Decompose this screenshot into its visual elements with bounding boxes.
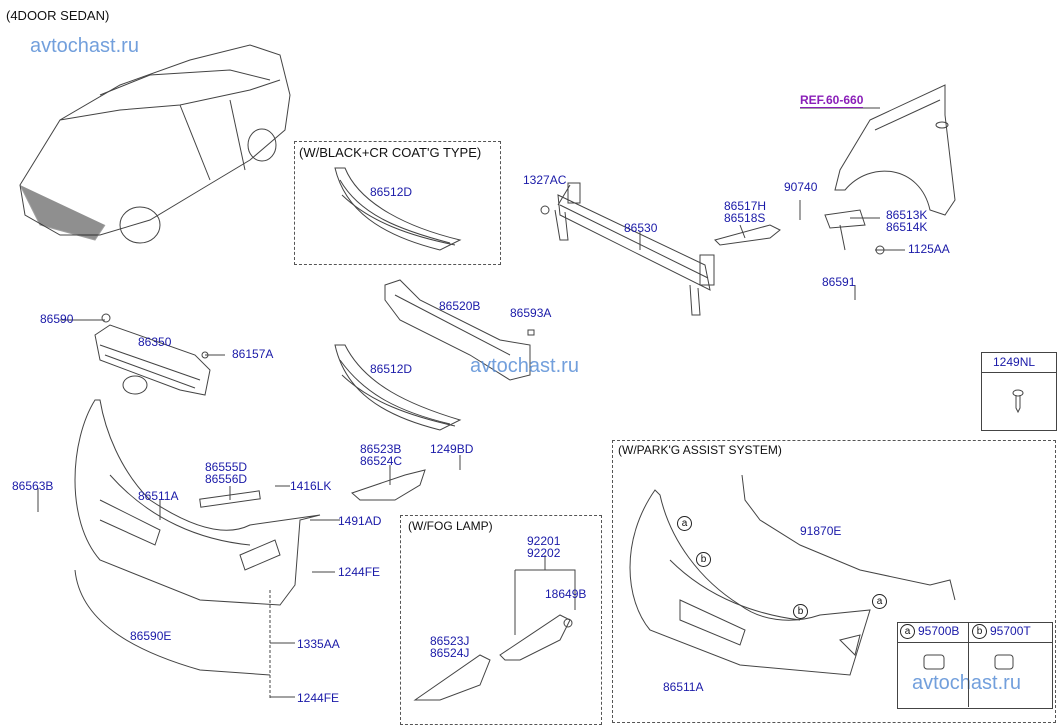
part-label[interactable]: 1491AD (338, 514, 382, 528)
fog-lamp-cover (351, 469, 426, 501)
bumper-bracket (714, 224, 781, 246)
part-label[interactable]: 1249BD (430, 442, 474, 456)
part-label[interactable]: 86517H (724, 199, 767, 213)
wiring-harness (741, 474, 956, 601)
part-label[interactable]: 1335AA (297, 637, 340, 651)
fog-lamp-assembly (413, 614, 573, 701)
part-label[interactable]: 86530 (624, 221, 658, 235)
group-box-black-cr (294, 141, 501, 265)
watermark: avtochast.ru (470, 355, 579, 377)
part-label[interactable]: 91870E (800, 524, 842, 538)
part-label[interactable]: 18649B (545, 587, 587, 601)
part-label[interactable]: 1327AC (523, 173, 567, 187)
park-assist-bumper (629, 489, 871, 676)
callout-marker: a (900, 624, 915, 640)
part-label[interactable]: 86523B (360, 442, 402, 456)
watermark: avtochast.ru (30, 35, 139, 57)
part-label[interactable]: 92202 (527, 546, 561, 560)
sedan-illustration (19, 44, 291, 244)
part-label[interactable]: 86512D (370, 185, 413, 199)
callout-b: b (793, 604, 811, 619)
part-label[interactable]: 86511A (663, 680, 704, 694)
part-label[interactable]: 86511A (138, 489, 179, 503)
reference-link[interactable]: REF.60-660 (800, 93, 864, 108)
lower-grille (334, 344, 462, 431)
sensor-b-icon (994, 654, 1014, 670)
diagram-title: (4DOOR SEDAN) (6, 8, 110, 23)
part-label[interactable]: 1249NL (993, 355, 1036, 369)
part-label[interactable]: 86591 (822, 275, 856, 289)
screw-part-header (981, 352, 1057, 373)
group-title: (W/BLACK+CR COAT'G TYPE) (299, 145, 482, 160)
part-label[interactable]: 86593A (510, 306, 552, 320)
watermark: avtochast.ru (912, 672, 1021, 694)
part-label[interactable]: 86524J (430, 646, 470, 660)
part-label[interactable]: 86556D (205, 472, 248, 486)
callout-a: a (872, 594, 890, 609)
part-label[interactable]: 1244FE (338, 565, 381, 579)
sensor-table-header (897, 622, 1053, 643)
sensor-a-icon (923, 654, 945, 670)
group-title: (W/FOG LAMP) (408, 519, 493, 533)
part-label: 95700T (990, 624, 1031, 638)
screw-icon (1012, 389, 1024, 414)
part-label[interactable]: 86518S (724, 211, 766, 225)
front-bumper (74, 399, 321, 606)
part-label[interactable]: 86512D (370, 362, 413, 376)
part-label[interactable]: 86350 (138, 335, 172, 349)
part-label[interactable]: 86520B (439, 299, 481, 313)
part-label[interactable]: 86513K (886, 208, 928, 222)
part-label[interactable]: 92201 (527, 534, 561, 548)
callout-a: a (677, 516, 695, 531)
part-label[interactable]: 86524C (360, 454, 403, 468)
sensor-table-divider (968, 622, 969, 707)
part-label[interactable]: 86590 (40, 312, 74, 326)
part-label[interactable]: 86590E (130, 629, 172, 643)
part-label[interactable]: 1244FE (297, 691, 340, 705)
group-box-fog-lamp (400, 515, 602, 725)
part-label[interactable]: 86563B (12, 479, 54, 493)
part-label[interactable]: 1125AA (908, 242, 950, 256)
group-box-park-assist (612, 440, 1056, 723)
bumper-lip (74, 569, 271, 676)
part-label[interactable]: 1416LK (290, 479, 332, 493)
part-label[interactable]: 86514K (886, 220, 928, 234)
group-title: (W/PARK'G ASSIST SYSTEM) (618, 443, 782, 457)
part-label[interactable]: 86523J (430, 634, 470, 648)
callout-marker: b (972, 624, 987, 640)
bumper-beam (540, 182, 715, 316)
radiator-grille (94, 313, 211, 396)
part-label[interactable]: 90740 (784, 180, 818, 194)
grille-black-cr (334, 167, 462, 251)
part-label: 95700B (918, 624, 960, 638)
energy-absorber (384, 279, 535, 381)
part-label[interactable]: 86555D (205, 460, 248, 474)
part-label[interactable]: 86157A (232, 347, 274, 361)
callout-b: b (696, 552, 714, 567)
